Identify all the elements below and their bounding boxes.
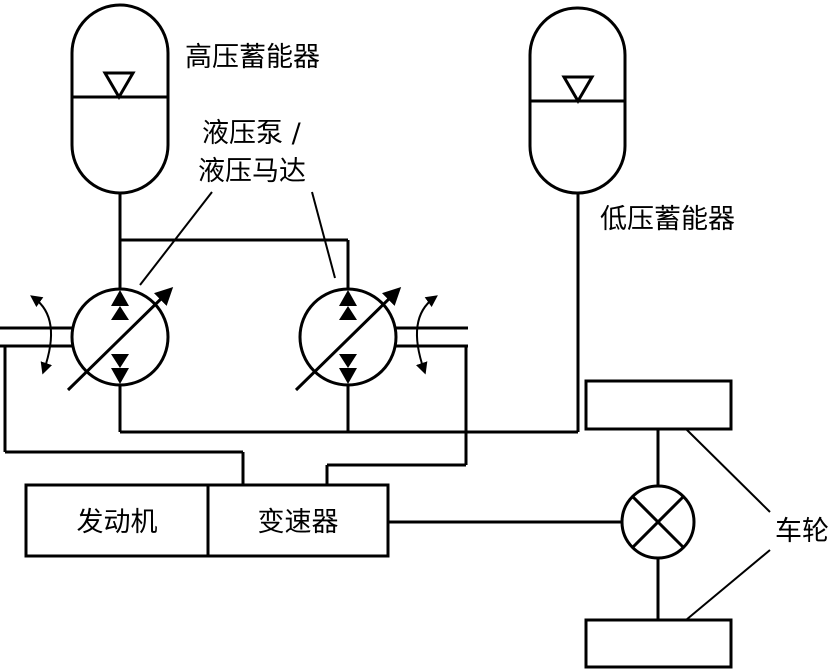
pump-motor-label-line1: 液压泵 / (202, 118, 302, 149)
low-pressure-accumulator (528, 6, 627, 195)
transmission-label: 变速器 (258, 507, 339, 538)
wheel-leader-line-bottom (685, 549, 771, 621)
low-pressure-accumulator-label: 低压蓄能器 (600, 204, 735, 235)
left-pump-shaft (0, 295, 245, 485)
hydraulic-pump-motor-right (294, 286, 402, 392)
hydraulic-pump-motor-left (66, 286, 174, 392)
pump-leader-line-right (311, 191, 336, 279)
engine-label: 发动机 (77, 507, 158, 538)
wheel-leader-line-top (685, 428, 771, 513)
high-pressure-accumulator-label: 高压蓄能器 (185, 42, 320, 73)
differential (620, 484, 696, 560)
wheels-label: 车轮 (775, 516, 829, 547)
low-pressure-line (118, 193, 580, 434)
wheel-top (584, 379, 733, 431)
right-pump-shaft (325, 295, 468, 485)
high-pressure-line (118, 193, 350, 290)
pump-motor-label-line2: 液压马达 (198, 156, 306, 187)
high-pressure-accumulator (70, 3, 170, 195)
wheel-bottom (584, 618, 733, 669)
